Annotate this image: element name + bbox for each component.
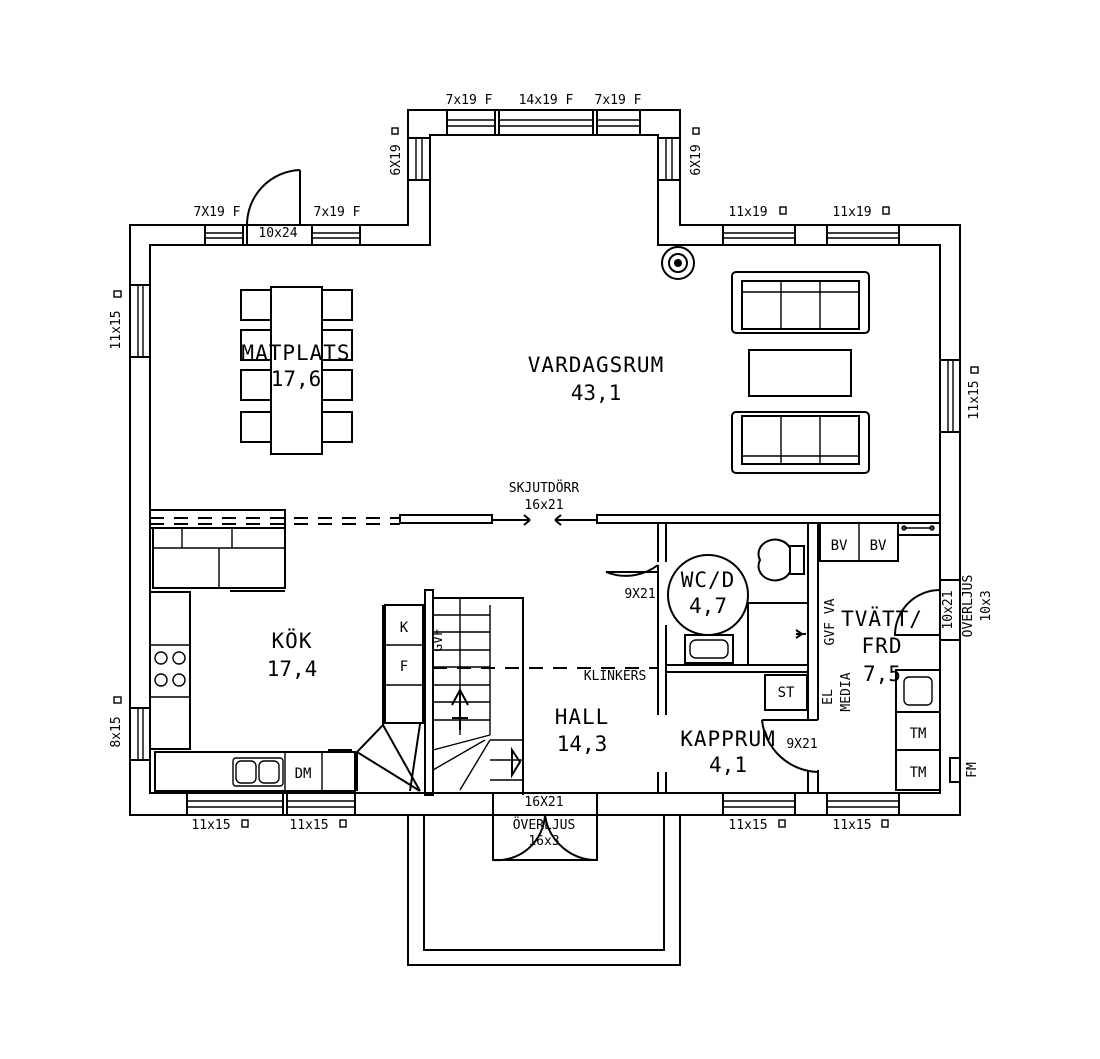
wc-fixtures	[684, 538, 809, 666]
room-kapprum-name: KAPPRUM	[680, 727, 776, 751]
toilet-icon	[757, 538, 805, 582]
room-matplats-name: MATPLATS	[241, 341, 350, 365]
window-label-north-e1: 11x19	[728, 205, 767, 220]
label-dishwasher: DM	[295, 766, 312, 782]
hob-icon	[154, 651, 186, 687]
room-kok-name: KÖK	[272, 628, 313, 653]
label-el: EL	[821, 689, 836, 705]
window-label-top-right: 7x19 F	[595, 93, 642, 108]
doors	[246, 169, 941, 862]
window-label-west-upper: 11x15	[109, 310, 124, 349]
label-klinkers: KLINKERS	[584, 669, 647, 684]
window-labels: 7x19 F 14x19 F 7x19 F 6X19 6X19 7X19 F 7…	[109, 93, 982, 833]
room-kapprum-area: 4,1	[709, 753, 747, 777]
room-tvatt-name: TVÄTT/	[841, 606, 923, 631]
living-furniture	[731, 271, 870, 474]
kitchen-units	[149, 527, 356, 792]
label-tm-1: TM	[910, 726, 927, 742]
room-vardagsrum-area: 43,1	[571, 381, 622, 405]
door-label-sliding: SKJUTDÖRR	[509, 479, 580, 496]
label-overljus-side: ÖVERLJUS	[959, 575, 976, 638]
room-hall-name: HALL	[555, 705, 610, 729]
washbasin-icon	[684, 634, 734, 664]
exterior-walls	[129, 109, 961, 816]
door-label-tvatt: 10x21	[941, 590, 956, 629]
label-st: ST	[778, 685, 795, 701]
room-wc-name: WC/D	[681, 568, 736, 592]
sink-icon	[232, 757, 284, 787]
window-markers	[113, 127, 979, 828]
label-fridge: K	[400, 620, 409, 636]
label-tm-2: TM	[910, 765, 927, 781]
door-label-balcony: 10x24	[258, 226, 297, 241]
window-label-top-mid: 14x19 F	[519, 93, 574, 108]
window-label-south-2: 11x15	[289, 818, 328, 833]
staircase	[356, 589, 524, 796]
label-bv-1: BV	[831, 538, 848, 554]
room-vardagsrum-name: VARDAGSRUM	[528, 353, 664, 377]
window-label-south-1: 11x15	[191, 818, 230, 833]
window-label-north-w1: 7X19 F	[194, 205, 241, 220]
room-wc-area: 4,7	[689, 594, 727, 618]
laundry-fixtures	[819, 522, 941, 791]
label-overljus-front: ÖVERLJUS	[513, 816, 576, 833]
label-gvf-va: GVF VA	[823, 598, 838, 645]
label-bv-2: BV	[870, 538, 887, 554]
label-media: MEDIA	[839, 672, 854, 711]
room-matplats-area: 17,6	[271, 367, 322, 391]
door-label-wc: 9X21	[624, 587, 655, 602]
window-label-west-lower: 8x15	[109, 716, 124, 747]
label-freezer: F	[400, 659, 408, 675]
dining-set	[240, 286, 353, 455]
room-kok-area: 17,4	[267, 657, 318, 681]
label-overljus-side-size: 10x3	[979, 590, 994, 621]
sliding-door	[150, 514, 597, 526]
label-gvf-stair: GVF	[431, 628, 446, 652]
window-label-south-3: 11x15	[728, 818, 767, 833]
windows	[129, 109, 961, 816]
door-label-kapprum: 9X21	[786, 737, 817, 752]
window-label-south-4: 11x15	[832, 818, 871, 833]
window-label-north-e2: 11x19	[832, 205, 871, 220]
window-label-north-w2: 7x19 F	[314, 205, 361, 220]
room-tvatt-name2: FRD	[862, 634, 903, 658]
room-labels: MATPLATS 17,6 VARDAGSRUM 43,1 KÖK 17,4 W…	[241, 341, 923, 777]
fridge-freezer	[384, 604, 424, 724]
label-fm: FM	[965, 762, 980, 778]
door-label-sliding-size: 16x21	[524, 498, 563, 513]
window-label-bay-left: 6X19	[389, 144, 404, 175]
door-labels: 10x24 SKJUTDÖRR 16x21 9X21 9X21 10x21 16…	[258, 226, 956, 810]
window-label-top-left: 7x19 F	[446, 93, 493, 108]
porch	[407, 815, 681, 966]
room-hall-area: 14,3	[557, 732, 608, 756]
storage-cabinet	[764, 674, 808, 711]
misc-labels: KLINKERS ÖVERLJUS 16x3 ÖVERLJUS 10x3 K F…	[295, 538, 994, 849]
fireplace-icon	[661, 246, 695, 280]
room-tvatt-area: 7,5	[863, 662, 901, 686]
door-label-entrance: 16X21	[524, 795, 563, 810]
window-label-bay-right: 6X19	[689, 144, 704, 175]
room-wc-circle	[667, 554, 749, 636]
window-label-east-upper: 11x15	[967, 380, 982, 419]
label-overljus-front-size: 16x3	[528, 834, 559, 849]
